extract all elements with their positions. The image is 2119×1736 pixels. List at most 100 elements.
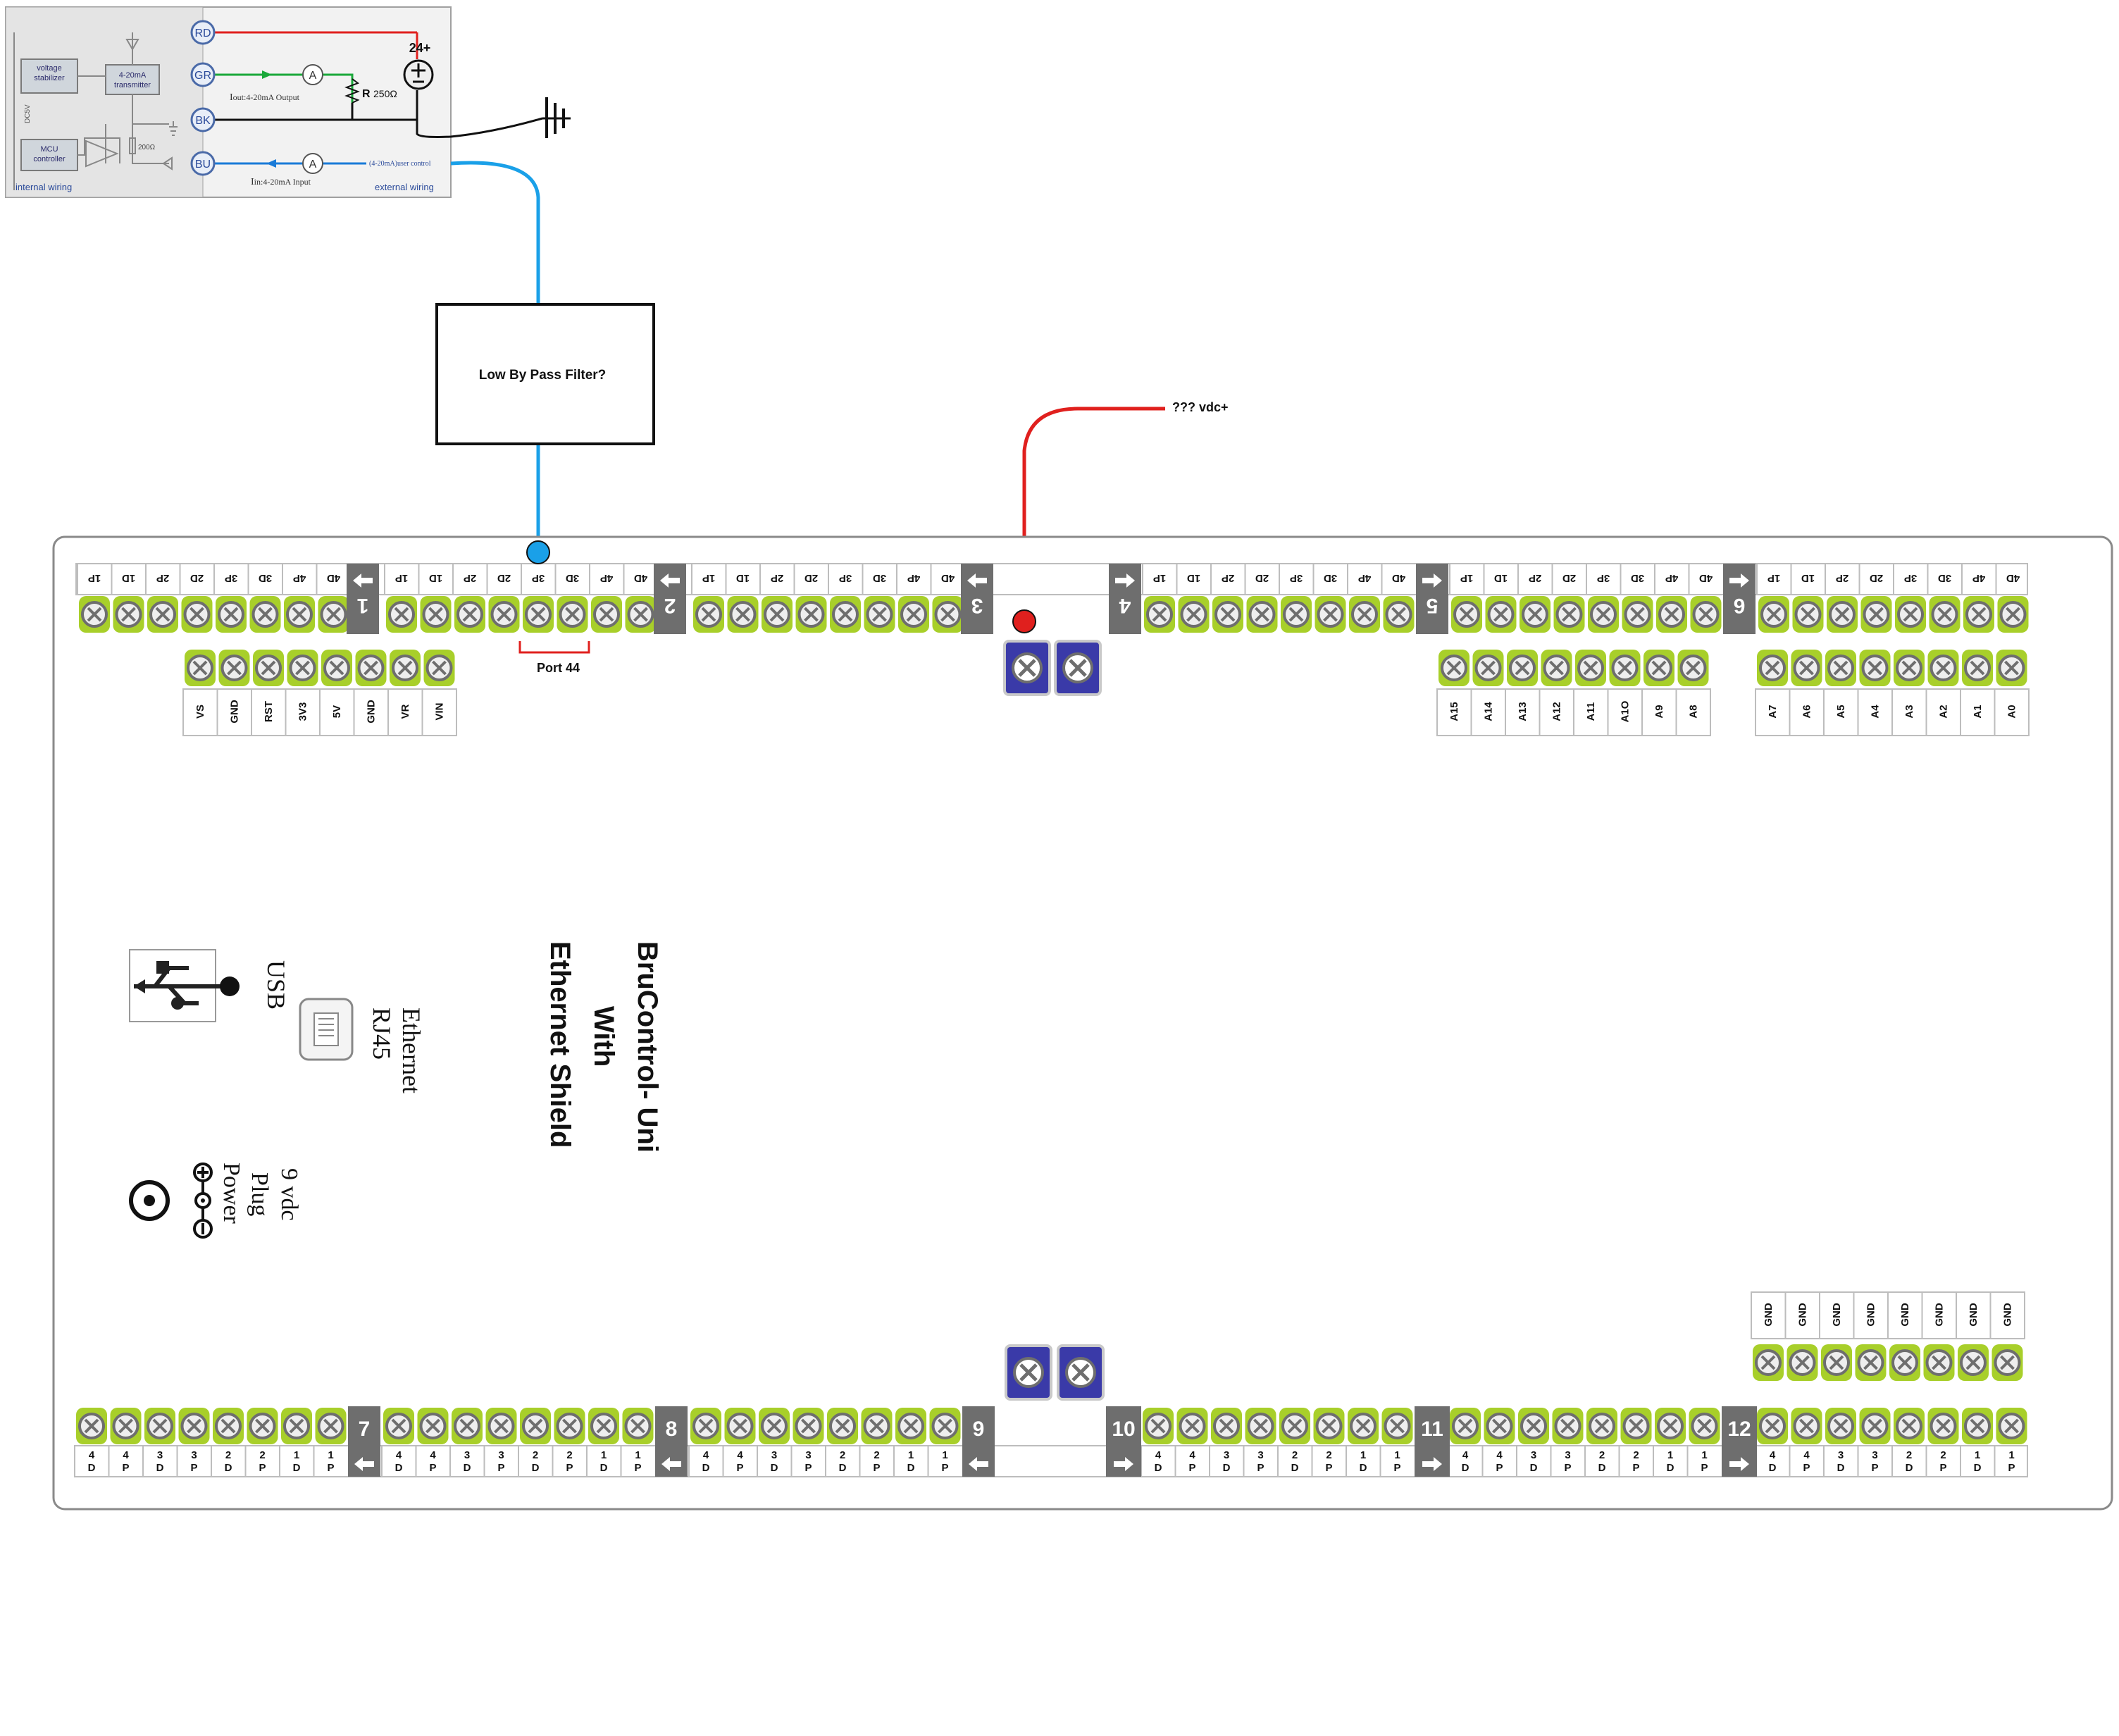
screw-terminal[interactable] <box>108 1406 143 1446</box>
screw-terminal[interactable] <box>245 1406 280 1446</box>
screw-terminal[interactable] <box>897 595 931 634</box>
screw-terminal[interactable] <box>1655 595 1689 634</box>
screw-terminal[interactable] <box>1210 1406 1243 1446</box>
screw-terminal[interactable] <box>1858 1406 1892 1446</box>
screw-terminal[interactable] <box>1927 595 1962 634</box>
screw-terminal[interactable] <box>418 595 453 634</box>
screw-terminal[interactable] <box>316 595 351 634</box>
screw-terminal[interactable] <box>385 595 418 634</box>
screw-terminal[interactable] <box>1517 1406 1551 1446</box>
screw-terminal[interactable] <box>177 1406 211 1446</box>
screw-terminal[interactable] <box>1313 595 1348 634</box>
screw-terminal[interactable] <box>1789 1406 1824 1446</box>
screw-terminal[interactable] <box>1505 648 1539 688</box>
screw-terminal[interactable] <box>180 595 214 634</box>
screw-terminal[interactable] <box>484 1406 518 1446</box>
screw-terminal[interactable] <box>826 1406 859 1446</box>
screw-terminal[interactable] <box>1990 1343 2025 1382</box>
screw-terminal[interactable] <box>1676 648 1710 688</box>
screw-terminal[interactable] <box>422 648 456 688</box>
screw-terminal[interactable] <box>1176 595 1211 634</box>
screw-terminal[interactable] <box>794 595 828 634</box>
screw-terminal[interactable] <box>552 1406 587 1446</box>
screw-terminal[interactable] <box>757 1406 791 1446</box>
screw-terminal[interactable] <box>1892 648 1926 688</box>
screw-terminal[interactable] <box>77 595 111 634</box>
screw-terminal[interactable] <box>1892 1406 1926 1446</box>
screw-terminal[interactable] <box>248 595 282 634</box>
screw-terminal[interactable] <box>1245 595 1279 634</box>
screw-terminal[interactable] <box>1346 1406 1380 1446</box>
screw-terminal[interactable] <box>1448 1406 1482 1446</box>
screw-terminal[interactable] <box>143 1406 177 1446</box>
screw-terminal[interactable] <box>1381 595 1416 634</box>
screw-terminal[interactable] <box>1312 1406 1346 1446</box>
screw-terminal[interactable] <box>487 595 521 634</box>
screw-terminal[interactable] <box>1586 595 1620 634</box>
screw-terminal[interactable] <box>1539 648 1574 688</box>
screw-terminal[interactable] <box>555 595 590 634</box>
screw-terminal[interactable] <box>282 595 316 634</box>
rj45-port[interactable]: RJ45Ethernet <box>299 998 425 1093</box>
screw-terminal[interactable] <box>1824 1406 1858 1446</box>
screw-terminal[interactable] <box>183 648 217 688</box>
screw-terminal[interactable] <box>1552 595 1586 634</box>
screw-terminal[interactable] <box>828 595 862 634</box>
screw-terminal[interactable] <box>1756 1406 1789 1446</box>
screw-terminal[interactable] <box>692 595 726 634</box>
screw-terminal[interactable] <box>1653 1406 1687 1446</box>
screw-terminal[interactable] <box>1757 595 1791 634</box>
screw-terminal[interactable] <box>382 1406 416 1446</box>
screw-terminal[interactable] <box>1756 648 1789 688</box>
screw-terminal[interactable] <box>1994 1406 2029 1446</box>
screw-terminal[interactable] <box>590 595 623 634</box>
screw-terminal[interactable] <box>1243 1406 1278 1446</box>
screw-terminal[interactable] <box>587 1406 621 1446</box>
screw-terminal[interactable] <box>723 1406 757 1446</box>
screw-terminal[interactable] <box>251 648 285 688</box>
screw-terminal[interactable] <box>859 1406 894 1446</box>
screw-terminal[interactable] <box>285 648 320 688</box>
screw-terminal[interactable] <box>521 595 555 634</box>
screw-terminal[interactable] <box>1858 648 1892 688</box>
screw-terminal[interactable] <box>862 595 897 634</box>
screw-terminal[interactable] <box>1380 1406 1415 1446</box>
screw-terminal[interactable] <box>1859 595 1894 634</box>
screw-terminal[interactable] <box>1820 1343 1853 1382</box>
screw-terminal[interactable] <box>320 648 354 688</box>
screw-terminal[interactable] <box>1450 595 1484 634</box>
screw-terminal[interactable] <box>1143 595 1176 634</box>
screw-terminal[interactable] <box>1278 1406 1312 1446</box>
screw-terminal[interactable] <box>1922 1343 1956 1382</box>
screw-terminal[interactable] <box>1888 1343 1922 1382</box>
screw-terminal[interactable] <box>453 595 487 634</box>
screw-terminal[interactable] <box>1853 1343 1888 1382</box>
screw-terminal[interactable] <box>111 595 146 634</box>
screw-terminal[interactable] <box>621 1406 655 1446</box>
screw-terminal[interactable] <box>1751 1343 1785 1382</box>
screw-terminal[interactable] <box>1960 1406 1994 1446</box>
screw-terminal[interactable] <box>928 1406 962 1446</box>
screw-terminal[interactable] <box>1642 648 1676 688</box>
screw-terminal[interactable] <box>1211 595 1245 634</box>
screw-terminal[interactable] <box>1962 595 1996 634</box>
screw-terminal[interactable] <box>689 1406 723 1446</box>
screw-terminal[interactable] <box>214 595 248 634</box>
screw-terminal[interactable] <box>1141 1406 1175 1446</box>
screw-terminal[interactable] <box>1926 1406 1960 1446</box>
screw-terminal[interactable] <box>1791 595 1825 634</box>
screw-terminal[interactable] <box>1894 595 1927 634</box>
screw-terminal[interactable] <box>1574 648 1608 688</box>
screw-terminal[interactable] <box>1348 595 1381 634</box>
screw-terminal[interactable] <box>726 595 760 634</box>
screw-terminal[interactable] <box>791 1406 826 1446</box>
screw-terminal[interactable] <box>450 1406 484 1446</box>
screw-terminal[interactable] <box>280 1406 313 1446</box>
screw-terminal[interactable] <box>1785 1343 1820 1382</box>
screw-terminal[interactable] <box>1960 648 1994 688</box>
screw-terminal[interactable] <box>313 1406 348 1446</box>
screw-terminal[interactable] <box>1825 595 1859 634</box>
screw-terminal[interactable] <box>354 648 388 688</box>
screw-terminal[interactable] <box>1279 595 1313 634</box>
